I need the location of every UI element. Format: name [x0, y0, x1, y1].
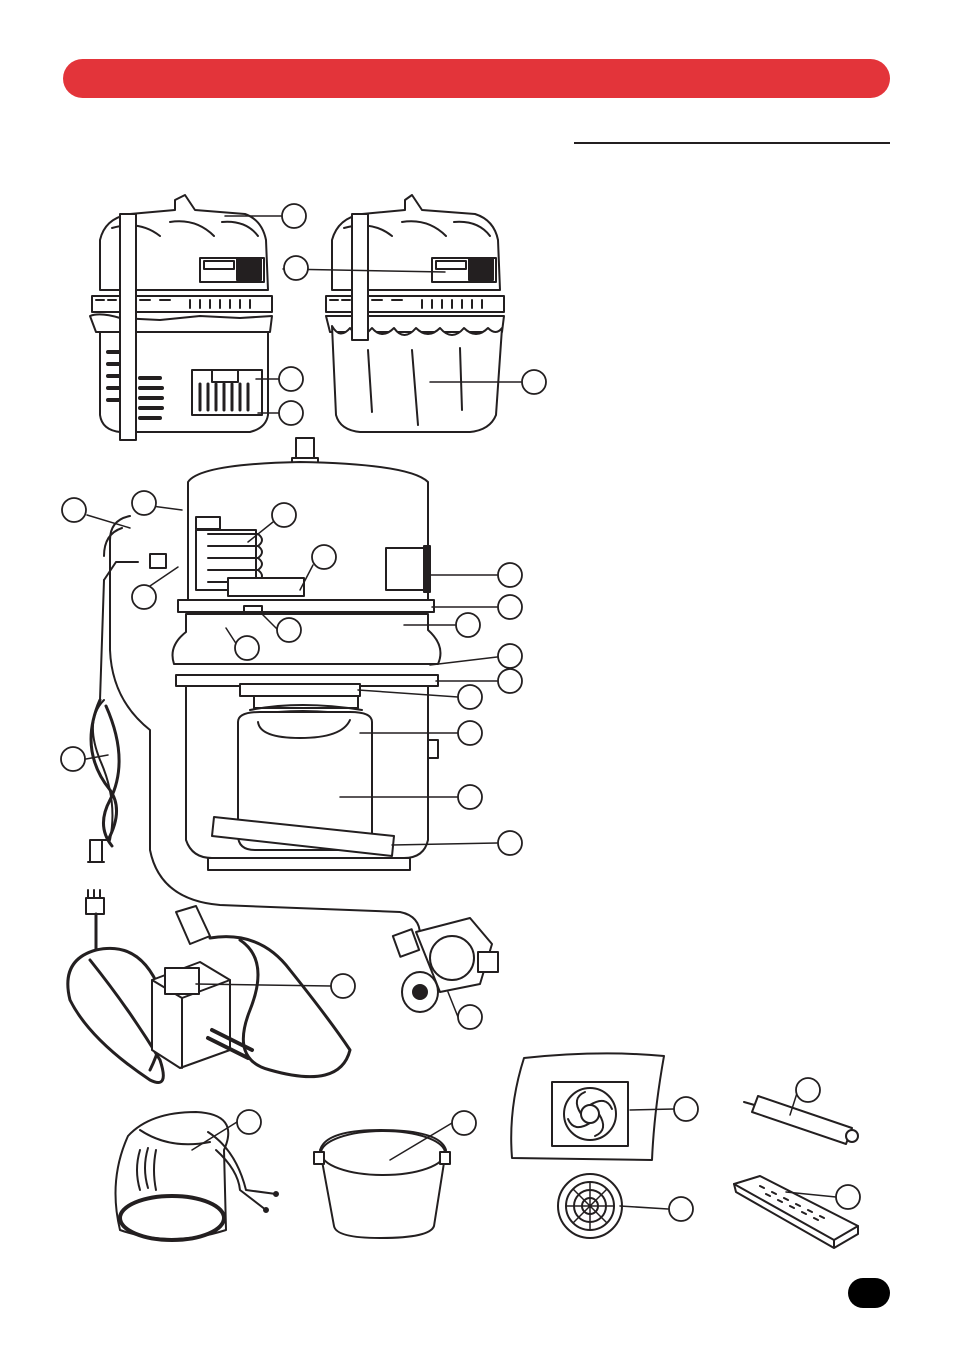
callout-circle [283, 255, 309, 281]
section-rule [574, 142, 890, 144]
callout-circle [276, 617, 302, 643]
callout-circle [455, 612, 481, 638]
callout-circle [60, 746, 86, 772]
callout-circle [278, 400, 304, 426]
ionizer-plate [733, 1175, 859, 1249]
water-tray [313, 1129, 451, 1239]
callout-leaders [85, 215, 837, 1210]
callout-circle [131, 490, 157, 516]
callout-circle [497, 668, 523, 694]
power-adapter [151, 905, 352, 1079]
humidifier-with-bag [325, 194, 505, 433]
callout-circle [234, 635, 260, 661]
page-number-badge [848, 1278, 890, 1308]
callout-circle [497, 594, 523, 620]
callout-circle [271, 502, 297, 528]
uv-tube [743, 1095, 859, 1145]
callout-circle [457, 684, 483, 710]
sensor-cable [66, 889, 165, 1084]
callout-circle [457, 720, 483, 746]
humidifier-with-cover [89, 194, 273, 441]
fan-icon [563, 1087, 617, 1141]
callout-circle [457, 1004, 483, 1030]
header-bar [63, 59, 890, 98]
fan-unit [510, 1052, 665, 1161]
callout-circle [131, 584, 157, 610]
callout-circle [311, 544, 337, 570]
callout-circle [497, 562, 523, 588]
callout-circle [61, 497, 87, 523]
callout-circle [278, 366, 304, 392]
callout-circle [673, 1096, 699, 1122]
callout-circle [668, 1196, 694, 1222]
callout-circles [60, 203, 861, 1222]
callout-circle [281, 203, 307, 229]
callout-circle [236, 1109, 262, 1135]
callout-circle [795, 1077, 821, 1103]
callout-circle [330, 973, 356, 999]
callout-circle [451, 1110, 477, 1136]
callout-circle [835, 1184, 861, 1210]
callout-circle [497, 830, 523, 856]
callout-circle [497, 643, 523, 669]
callout-circle [521, 369, 547, 395]
callout-circle [457, 784, 483, 810]
float-valve [391, 917, 499, 1013]
fan-grille [557, 1173, 623, 1239]
glass-bowl [114, 1111, 279, 1242]
